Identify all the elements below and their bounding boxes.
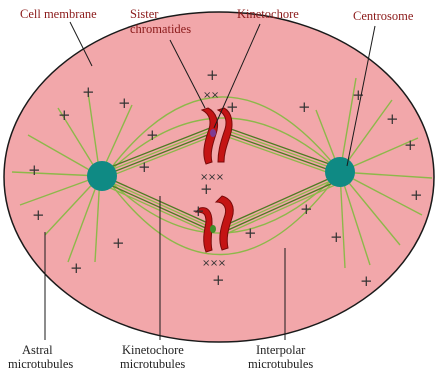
centrosome-right	[325, 157, 355, 187]
plus-mark: +	[404, 136, 417, 154]
plus-mark: +	[58, 106, 71, 124]
label-sister-chromatides-line2: chromatides	[130, 22, 191, 36]
plus-mark: +	[206, 66, 219, 84]
plus-mark: +	[32, 206, 45, 224]
plus-mark: +	[410, 186, 423, 204]
x-marks-top: ××	[203, 90, 219, 101]
x-marks-center: ×××	[200, 172, 224, 183]
plus-mark: +	[138, 158, 151, 176]
plus-mark: +	[360, 272, 373, 290]
plus-mark: +	[386, 110, 399, 128]
centrosome-left	[87, 161, 117, 191]
plus-mark: +	[70, 259, 83, 277]
label-interpolar-line2: microtubules	[248, 357, 313, 371]
plus-mark: +	[212, 271, 225, 289]
plus-mark: +	[298, 98, 311, 116]
label-interpolar-line1: Interpolar	[256, 343, 306, 357]
label-kinetochore: Kinetochore	[237, 7, 299, 21]
label-astral-line1: Astral	[22, 343, 53, 357]
label-cell-membrane: Cell membrane	[20, 7, 97, 21]
plus-mark: +	[118, 94, 131, 112]
plus-mark: +	[226, 98, 239, 116]
plus-mark: +	[244, 224, 257, 242]
label-sister-chromatides-line1: Sister	[130, 7, 159, 21]
plus-mark: +	[112, 234, 125, 252]
label-kinetochore-mt-line1: Kinetochore	[122, 343, 184, 357]
kinetochore-dot	[210, 129, 216, 137]
kinetochore-dot	[210, 225, 216, 233]
plus-mark: +	[330, 228, 343, 246]
plus-mark: +	[28, 161, 41, 179]
plus-mark: +	[146, 126, 159, 144]
plus-mark: +	[300, 200, 313, 218]
plus-mark: +	[82, 83, 95, 101]
label-astral-line2: microtubules	[8, 357, 73, 371]
x-marks-bottom: ×××	[202, 258, 226, 269]
label-centrosome: Centrosome	[353, 9, 414, 23]
plus-mark: +	[192, 202, 205, 220]
label-kinetochore-mt-line2: microtubules	[120, 357, 185, 371]
